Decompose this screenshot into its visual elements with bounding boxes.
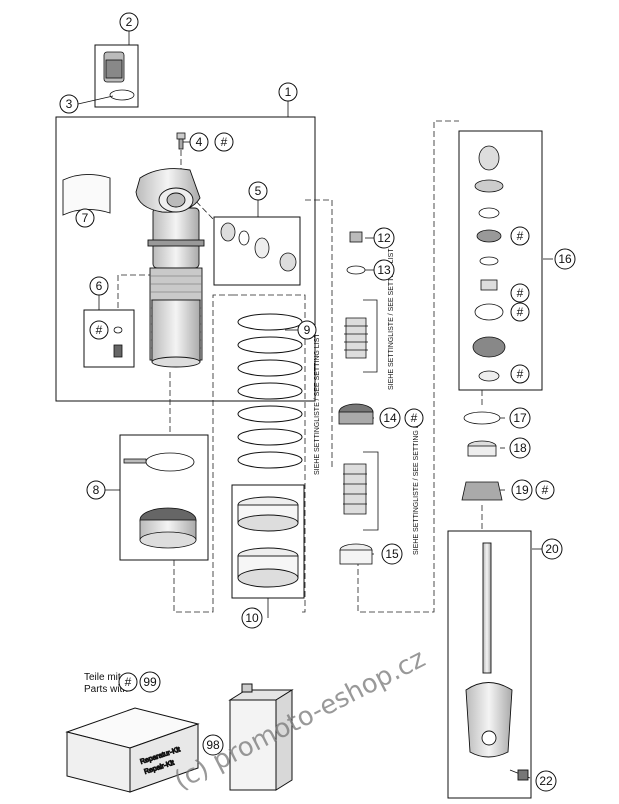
svg-text:14: 14 — [383, 411, 397, 425]
callout-14-hash: # — [404, 408, 424, 428]
svg-text:10: 10 — [245, 611, 259, 625]
callout-layer: 1234#56#78910121314#1516#171819#202298##… — [59, 12, 576, 792]
piston-rod-20 — [465, 542, 529, 781]
callout-20: 20 — [541, 538, 563, 560]
oil-can-98 — [228, 683, 294, 791]
legend-line-1: Teile mit — [84, 672, 121, 683]
setting-brackets — [363, 299, 379, 531]
box16-hash-0: # — [510, 283, 530, 303]
callout-9: 9 — [297, 320, 317, 340]
group-box-20 — [447, 530, 532, 799]
svg-text:19: 19 — [515, 483, 529, 497]
svg-text:5: 5 — [255, 184, 262, 198]
svg-text:#: # — [517, 305, 524, 319]
svg-text:4: 4 — [196, 135, 203, 149]
svg-text:99: 99 — [143, 675, 157, 689]
callout-8: 8 — [86, 480, 106, 500]
svg-text:6: 6 — [96, 279, 103, 293]
callout-6-hash: # — [89, 320, 109, 340]
callout-12: 12 — [373, 227, 395, 249]
shock-body — [135, 168, 205, 368]
box16-hash-2: # — [510, 364, 530, 384]
callout-13: 13 — [373, 259, 395, 281]
valve-stack-16 — [472, 145, 506, 382]
svg-text:8: 8 — [93, 483, 100, 497]
legend-hash-badge: # — [118, 672, 138, 692]
bleed-screw-6 — [113, 326, 123, 358]
svg-text:#: # — [517, 229, 524, 243]
callout-10: 10 — [241, 607, 263, 629]
svg-text:#: # — [411, 411, 418, 425]
box16-hash-1: # — [510, 302, 530, 322]
svg-text:17: 17 — [513, 411, 527, 425]
seal-set-3 — [220, 222, 297, 272]
svg-text:2: 2 — [126, 15, 133, 29]
callout-18: 18 — [509, 437, 531, 459]
svg-text:#: # — [125, 675, 132, 689]
svg-text:9: 9 — [304, 323, 311, 337]
svg-text:7: 7 — [82, 211, 89, 225]
callout-4: 4 — [189, 132, 209, 152]
group-box-8 — [119, 434, 209, 561]
callout-17: 17 — [509, 407, 531, 429]
callout-16: 16 — [554, 248, 576, 270]
svg-text:18: 18 — [513, 441, 527, 455]
shield-part — [62, 174, 111, 216]
callout-3: 3 — [59, 94, 79, 114]
spring-9 — [237, 313, 303, 469]
callout-14: 14 — [379, 407, 401, 429]
callout-19-hash: # — [535, 480, 555, 500]
repair-kit-box: Reparatur-Kit Repair-Kit — [65, 707, 200, 793]
callout-98: 98 — [202, 734, 224, 756]
svg-text:22: 22 — [539, 774, 553, 788]
adjuster-8 — [123, 452, 197, 549]
svg-text:#: # — [221, 135, 228, 149]
svg-text:16: 16 — [558, 252, 572, 266]
spring-seat-10 — [237, 496, 299, 588]
callout-2: 2 — [119, 12, 139, 32]
legend-code-badge: 99 — [139, 671, 161, 693]
callout-16-hash: # — [510, 226, 530, 246]
svg-text:#: # — [96, 323, 103, 337]
svg-text:#: # — [517, 286, 524, 300]
svg-text:3: 3 — [66, 97, 73, 111]
screw-part-4 — [176, 132, 186, 150]
svg-text:98: 98 — [206, 738, 220, 752]
svg-text:1: 1 — [285, 85, 292, 99]
setting-note-1: SIEHE SETTINGLISTE / SEE SETTING LIST — [314, 333, 321, 475]
seal-stack-17-19 — [461, 411, 503, 501]
setting-note-2: SIEHE SETTINGLISTE / SEE SETTING LIST — [388, 248, 395, 390]
callout-6: 6 — [89, 276, 109, 296]
callout-15: 15 — [381, 543, 403, 565]
svg-text:#: # — [542, 483, 549, 497]
group-box-3 — [213, 216, 301, 286]
callout-4-hash: # — [214, 132, 234, 152]
svg-text:#: # — [517, 367, 524, 381]
setting-note-3: SIEHE SETTINGLISTE / SEE SETTING LIST — [413, 413, 420, 555]
center-stack — [338, 231, 374, 565]
callout-22: 22 — [535, 770, 557, 792]
svg-text:12: 12 — [377, 231, 391, 245]
svg-text:15: 15 — [385, 547, 399, 561]
svg-text:13: 13 — [377, 263, 391, 277]
valve-part — [103, 51, 135, 101]
group-box-2 — [94, 44, 139, 108]
callout-19: 19 — [511, 479, 533, 501]
group-box-16 — [458, 130, 543, 391]
svg-text:20: 20 — [545, 542, 559, 556]
callout-7: 7 — [75, 208, 95, 228]
callout-1: 1 — [278, 82, 298, 102]
watermark: (c) promoto-eshop.cz — [170, 644, 431, 797]
group-box-1 — [55, 116, 316, 402]
group-box-6 — [83, 309, 135, 368]
callout-5: 5 — [248, 181, 268, 201]
legend-line-2: Parts with — [84, 684, 128, 695]
